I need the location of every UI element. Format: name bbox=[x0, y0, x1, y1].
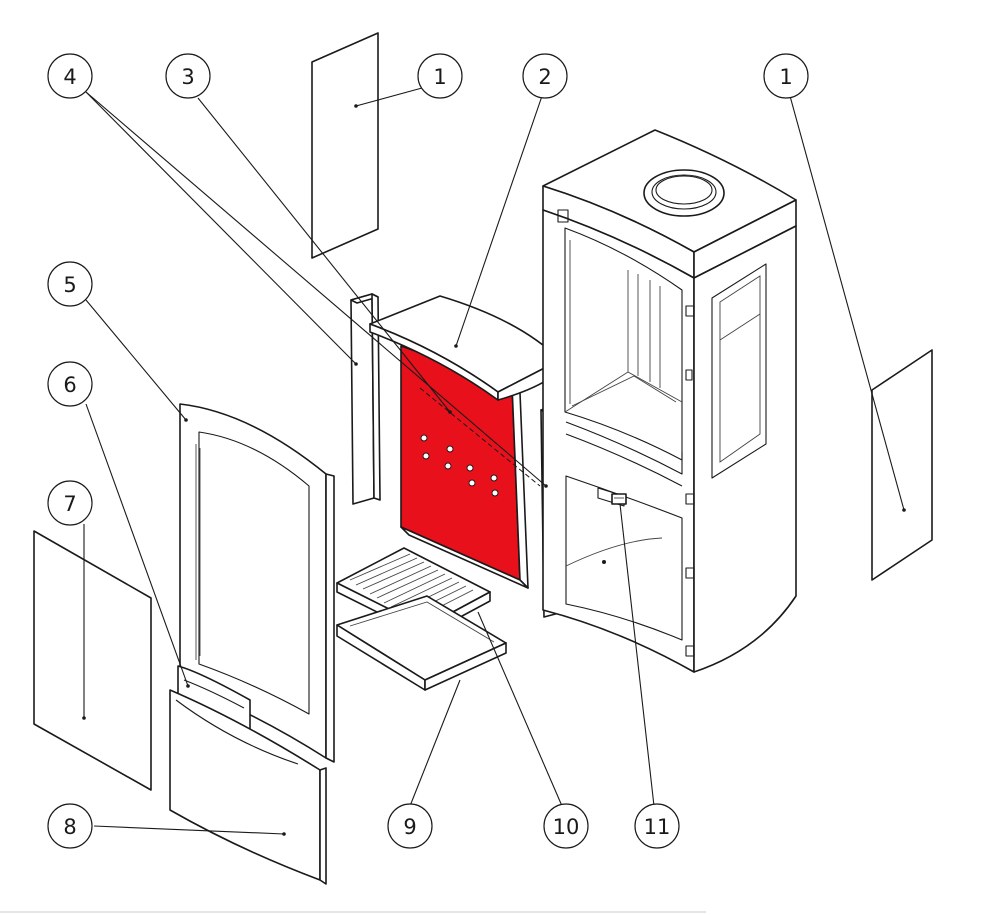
callout-label: 11 bbox=[644, 815, 671, 839]
callout-1-top: 1 bbox=[417, 53, 463, 99]
callouts: 1 2 1 3 4 5 6 7 bbox=[47, 53, 809, 849]
callout-10: 10 bbox=[543, 803, 589, 849]
callout-label: 3 bbox=[181, 65, 194, 89]
side-panel-right bbox=[871, 349, 933, 581]
baffle-plate bbox=[369, 295, 561, 401]
ash-pan bbox=[336, 595, 507, 691]
callout-4: 4 bbox=[47, 53, 93, 99]
callout-1-right: 1 bbox=[763, 53, 809, 99]
callout-label: 10 bbox=[553, 815, 580, 839]
callout-label: 8 bbox=[63, 815, 76, 839]
side-panel-top bbox=[311, 32, 379, 259]
callout-label: 1 bbox=[433, 65, 446, 89]
stove-body bbox=[542, 129, 797, 673]
callout-5: 5 bbox=[47, 261, 93, 307]
assembly-lines bbox=[419, 387, 541, 487]
callout-9: 9 bbox=[387, 803, 433, 849]
callout-7: 7 bbox=[47, 480, 93, 526]
callout-11: 11 bbox=[634, 803, 680, 849]
leader-lines bbox=[82, 87, 906, 836]
callout-label: 5 bbox=[63, 273, 76, 297]
callout-label: 1 bbox=[779, 65, 792, 89]
callout-label: 2 bbox=[538, 65, 551, 89]
door-glass bbox=[33, 530, 152, 791]
side-brick-left bbox=[350, 293, 381, 505]
callout-label: 9 bbox=[403, 815, 416, 839]
callout-2: 2 bbox=[522, 53, 568, 99]
callout-label: 7 bbox=[63, 492, 76, 516]
panel-holes bbox=[420, 434, 499, 497]
air-control-lever bbox=[611, 493, 627, 505]
callout-8: 8 bbox=[47, 803, 93, 849]
callout-3: 3 bbox=[165, 53, 211, 99]
callout-6: 6 bbox=[47, 361, 93, 407]
callout-label: 6 bbox=[63, 373, 76, 397]
callout-label: 4 bbox=[63, 65, 76, 89]
